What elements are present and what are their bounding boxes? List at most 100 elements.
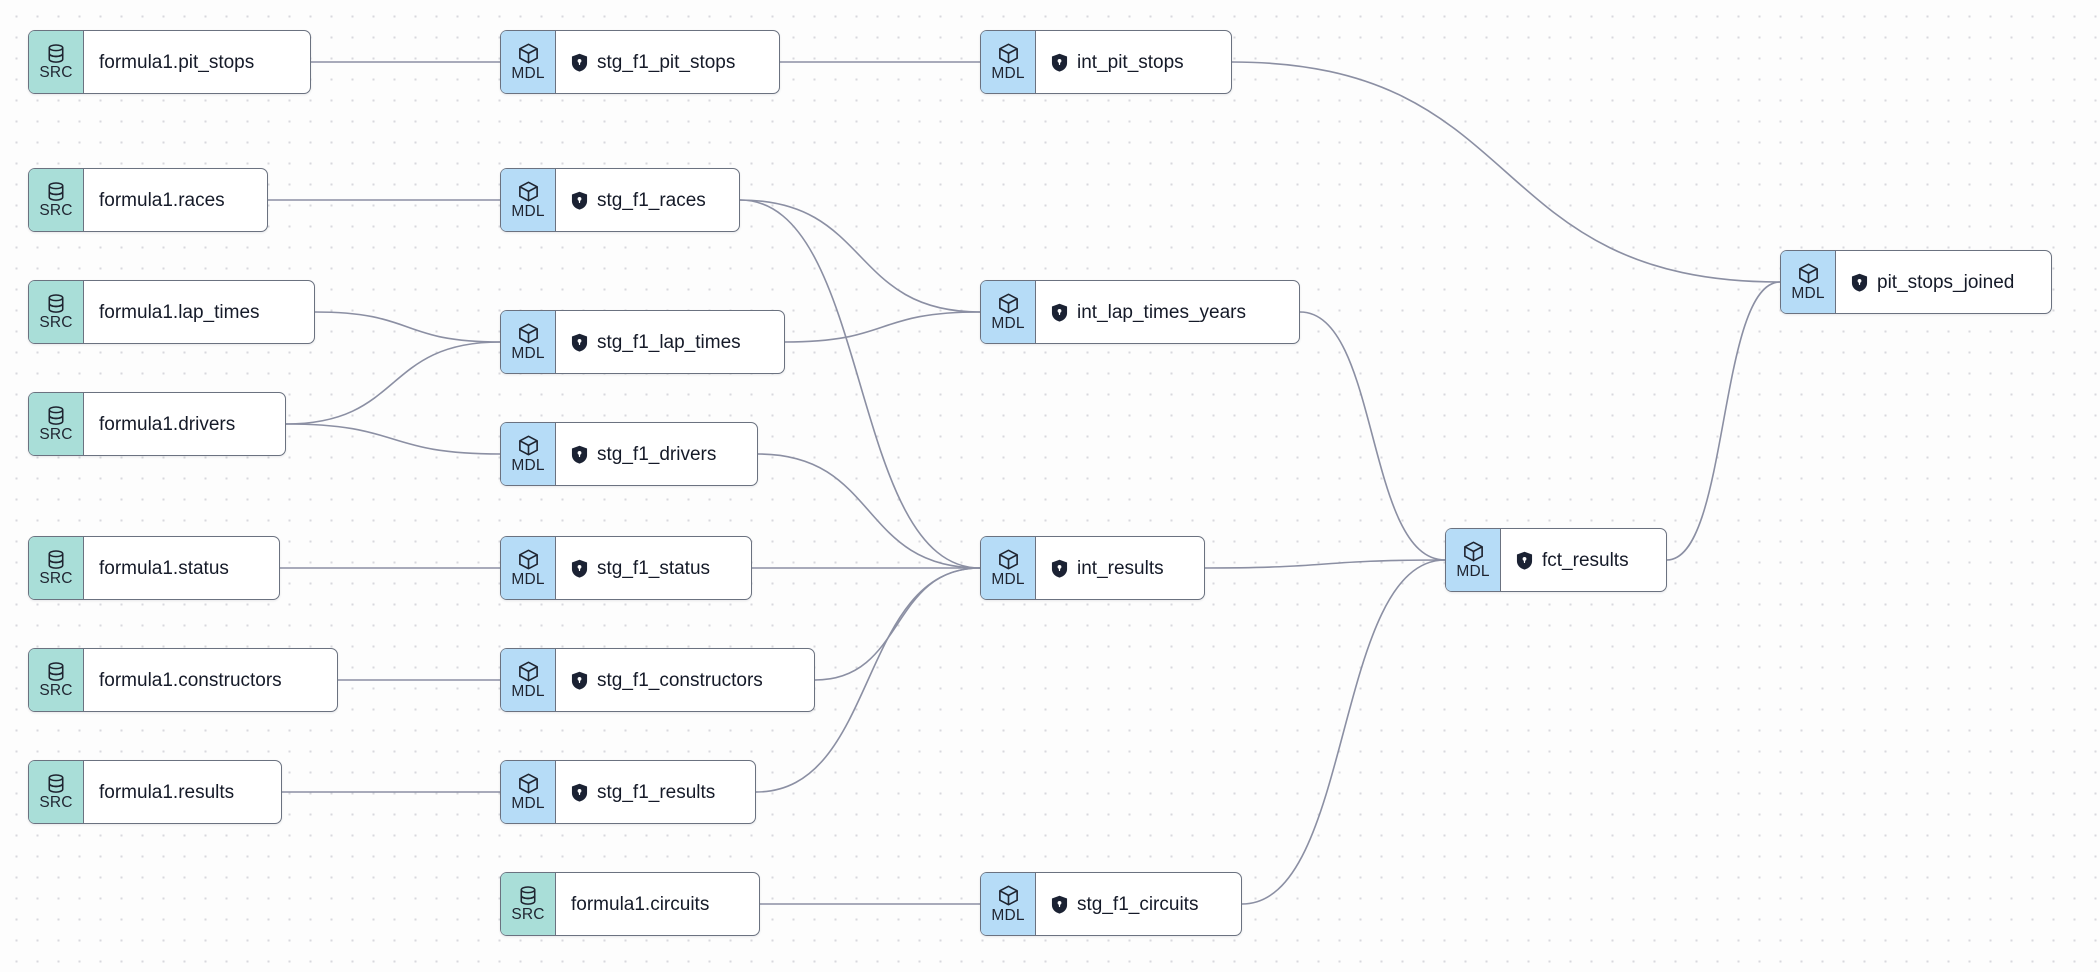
node-body: pit_stops_joined — [1836, 251, 2051, 313]
node-type-badge-mdl: MDL — [501, 169, 556, 231]
lineage-node-stg_pit_stops[interactable]: MDL stg_f1_pit_stops — [500, 30, 780, 94]
edge-int_lap_times_years-to-fct_results — [1299, 311, 1446, 561]
shield-lock-icon — [571, 191, 588, 210]
lineage-node-src_pit_stops[interactable]: SRC formula1.pit_stops — [28, 30, 311, 94]
node-type-label: SRC — [39, 425, 73, 443]
node-label: stg_f1_lap_times — [597, 331, 741, 353]
lineage-node-stg_constructors[interactable]: MDL stg_f1_constructors — [500, 648, 815, 712]
node-type-label: MDL — [1791, 285, 1825, 303]
cube-icon — [998, 293, 1018, 314]
lineage-node-stg_circuits[interactable]: MDL stg_f1_circuits — [980, 872, 1242, 936]
node-type-badge-mdl: MDL — [501, 649, 556, 711]
lineage-node-int_lap_times_years[interactable]: MDL int_lap_times_years — [980, 280, 1300, 344]
node-label: stg_f1_constructors — [597, 669, 763, 691]
node-type-label: SRC — [39, 201, 73, 219]
shield-lock-icon — [571, 671, 588, 690]
cube-icon — [1797, 262, 1820, 285]
cube-icon — [1463, 541, 1483, 562]
node-label: formula1.lap_times — [99, 301, 260, 323]
shield-lock-icon — [571, 333, 588, 352]
node-label: stg_f1_circuits — [1077, 893, 1199, 915]
node-type-badge-mdl: MDL — [981, 31, 1036, 93]
node-body: formula1.status — [84, 537, 279, 599]
node-type-label: SRC — [39, 313, 73, 331]
node-type-badge-mdl: MDL — [501, 311, 556, 373]
lineage-node-src_lap_times[interactable]: SRC formula1.lap_times — [28, 280, 315, 344]
node-type-badge-src: SRC — [29, 649, 84, 711]
edge-int_pit_stops-to-pit_stops_joined — [1231, 61, 1781, 283]
node-label: formula1.races — [99, 189, 225, 211]
cube-icon — [518, 181, 538, 202]
lineage-node-stg_races[interactable]: MDL stg_f1_races — [500, 168, 740, 232]
shield-lock-icon — [1851, 273, 1868, 292]
node-type-badge-src: SRC — [29, 31, 84, 93]
node-type-label: MDL — [511, 795, 545, 813]
database-icon — [45, 405, 67, 426]
database-icon — [45, 773, 67, 794]
node-label: stg_f1_races — [597, 189, 706, 211]
node-type-badge-src: SRC — [29, 281, 84, 343]
database-icon — [45, 293, 67, 314]
cube-icon — [517, 660, 540, 683]
node-body: formula1.races — [84, 169, 267, 231]
node-body: int_lap_times_years — [1036, 281, 1299, 343]
shield-lock-icon — [1051, 53, 1068, 72]
node-body: formula1.circuits — [556, 873, 759, 935]
node-label: fct_results — [1542, 549, 1629, 571]
node-type-badge-mdl: MDL — [981, 281, 1036, 343]
shield-lock-icon — [1051, 53, 1068, 72]
node-label: int_pit_stops — [1077, 51, 1184, 73]
node-label: stg_f1_results — [597, 781, 716, 803]
shield-lock-icon — [1051, 559, 1068, 578]
database-icon — [48, 405, 64, 425]
database-icon — [45, 549, 67, 570]
edge-int_results-to-fct_results — [1204, 559, 1446, 569]
node-type-label: MDL — [511, 65, 545, 83]
node-label: int_results — [1077, 557, 1164, 579]
shield-lock-icon — [1516, 551, 1533, 570]
node-type-label: SRC — [39, 793, 73, 811]
lineage-node-src_races[interactable]: SRC formula1.races — [28, 168, 268, 232]
edge-fct_results-to-pit_stops_joined — [1666, 281, 1781, 561]
node-type-badge-mdl: MDL — [981, 873, 1036, 935]
node-type-label: MDL — [991, 315, 1025, 333]
node-type-badge-src: SRC — [29, 761, 84, 823]
lineage-node-int_pit_stops[interactable]: MDL int_pit_stops — [980, 30, 1232, 94]
edge-src_drivers-to-stg_drivers — [285, 423, 501, 455]
lineage-node-stg_results[interactable]: MDL stg_f1_results — [500, 760, 756, 824]
cube-icon — [1462, 540, 1485, 563]
node-label: stg_f1_pit_stops — [597, 51, 736, 73]
cube-icon — [997, 42, 1020, 65]
lineage-node-stg_lap_times[interactable]: MDL stg_f1_lap_times — [500, 310, 785, 374]
node-type-badge-mdl: MDL — [501, 423, 556, 485]
lineage-node-src_results[interactable]: SRC formula1.results — [28, 760, 282, 824]
node-label: formula1.pit_stops — [99, 51, 255, 73]
node-type-label: SRC — [39, 569, 73, 587]
database-icon — [520, 885, 536, 905]
database-icon — [48, 181, 64, 201]
lineage-node-pit_stops_joined[interactable]: MDL pit_stops_joined — [1780, 250, 2052, 314]
shield-lock-icon — [571, 445, 588, 464]
node-body: stg_f1_lap_times — [556, 311, 784, 373]
node-label: formula1.status — [99, 557, 229, 579]
node-body: formula1.results — [84, 761, 281, 823]
lineage-node-src_status[interactable]: SRC formula1.status — [28, 536, 280, 600]
edge-stg_lap_times-to-int_lap_times_years — [784, 311, 981, 343]
node-body: stg_f1_races — [556, 169, 739, 231]
node-body: fct_results — [1501, 529, 1666, 591]
shield-lock-icon — [1051, 303, 1068, 322]
node-type-label: MDL — [511, 457, 545, 475]
node-type-label: MDL — [511, 571, 545, 589]
database-icon — [48, 43, 64, 63]
shield-lock-icon — [571, 559, 588, 578]
node-type-badge-mdl: MDL — [1781, 251, 1836, 313]
